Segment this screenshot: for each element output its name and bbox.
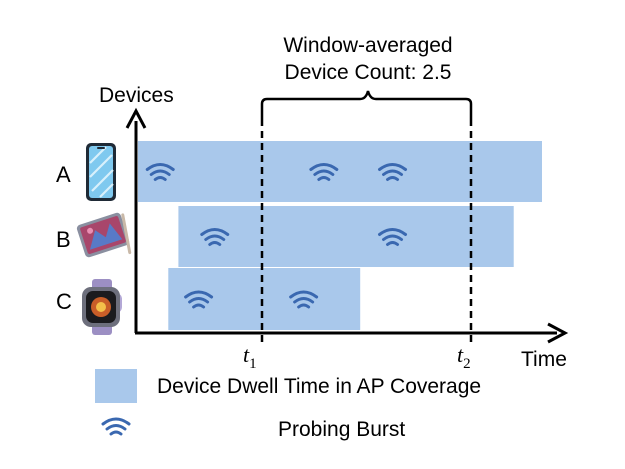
tablet-icon	[76, 212, 132, 258]
axes	[125, 107, 569, 344]
legend-dwell-label: Device Dwell Time in AP Coverage	[157, 375, 481, 398]
window-brace	[260, 90, 473, 119]
x-axis-arrow	[547, 322, 569, 344]
device-label-a: A	[56, 162, 71, 187]
t1-marker: t1	[243, 342, 257, 372]
dwell-bar-a	[138, 141, 542, 202]
window-label-line2: Device Count: 2.5	[285, 61, 452, 84]
dwell-bars	[138, 141, 542, 330]
y-axis-arrow	[125, 107, 147, 129]
legend-burst-label: Probing Burst	[278, 418, 405, 441]
window-label-line1: Window-averaged	[283, 34, 452, 57]
t2-marker: t2	[457, 342, 471, 372]
device-label-b: B	[56, 227, 71, 252]
x-axis-label: Time	[521, 348, 567, 371]
device-label-c: C	[56, 289, 72, 314]
smartwatch-icon	[82, 279, 122, 335]
legend-dwell-swatch	[95, 369, 137, 403]
smartphone-icon	[86, 143, 116, 201]
legend-burst-icon	[101, 417, 131, 436]
dwell-bar-b	[178, 206, 514, 267]
y-axis-label: Devices	[99, 84, 174, 107]
